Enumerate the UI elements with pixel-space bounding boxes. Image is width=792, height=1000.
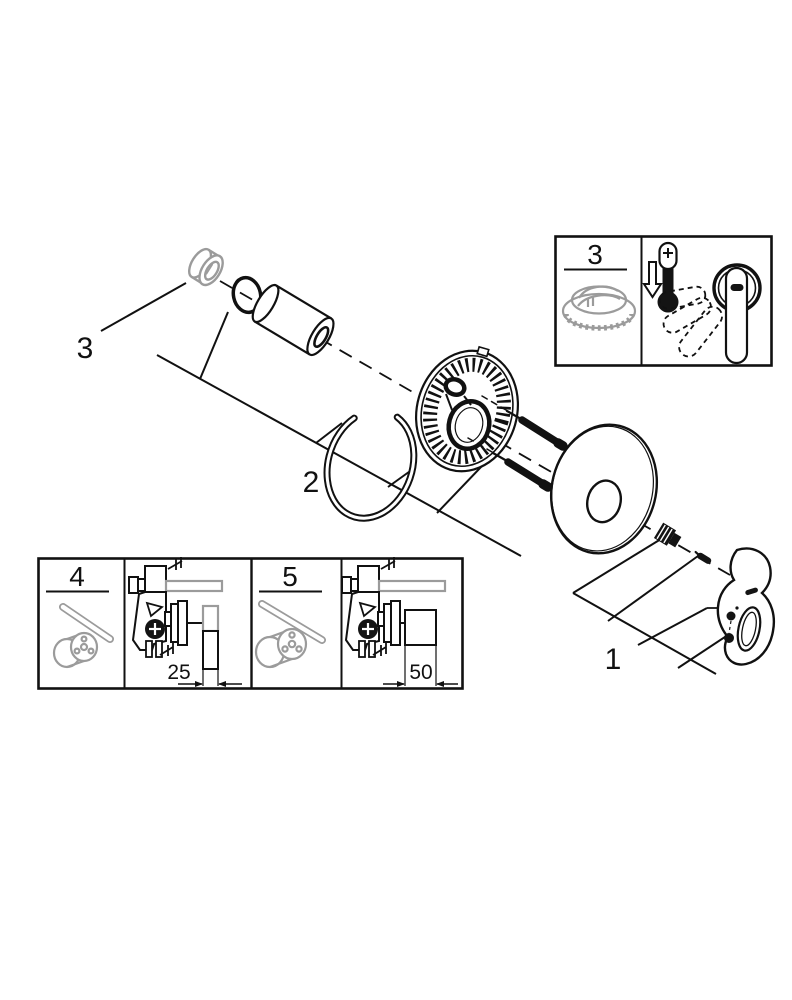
finished-wall-mark-icon bbox=[372, 643, 387, 656]
callout-2-label: 2 bbox=[303, 466, 320, 499]
dimension-25: 25 bbox=[167, 661, 242, 687]
handle-screw-dot-bottom bbox=[724, 633, 734, 643]
part-retaining-ring bbox=[323, 413, 418, 522]
temperature-stop-cap-icon bbox=[561, 285, 637, 331]
part-temperature-stop-cap bbox=[188, 247, 224, 287]
part-function-carrier bbox=[414, 345, 520, 473]
callout-3-label: 3 bbox=[77, 332, 94, 365]
handle-screw-dot-top bbox=[726, 611, 736, 621]
inset-4-parts-cell: 4 bbox=[46, 561, 114, 669]
part-o-ring bbox=[231, 275, 263, 315]
handle-turn-icon bbox=[658, 263, 762, 365]
cartridge-extension-icon bbox=[52, 631, 99, 669]
part-grub-screw bbox=[694, 550, 712, 564]
inset-5-label: 5 bbox=[282, 561, 298, 592]
inset-box-4-5: 4 bbox=[37, 557, 464, 690]
inset-5-parts-cell: 5 bbox=[254, 561, 326, 669]
dimension-50-label: 50 bbox=[409, 661, 432, 684]
cartridge-extension-long-icon bbox=[254, 627, 308, 669]
inset-box-3: 3 bbox=[554, 235, 773, 367]
inset-5-drawing-cell: 50 bbox=[341, 557, 458, 687]
callout-1-label: 1 bbox=[605, 643, 622, 676]
inset-4-label: 4 bbox=[69, 561, 85, 592]
extension-spindle-long-icon bbox=[258, 600, 326, 644]
finished-wall-mark-icon bbox=[159, 643, 174, 656]
dimension-50: 50 bbox=[383, 661, 458, 687]
extension-housing bbox=[404, 609, 437, 646]
arrow-down-icon bbox=[642, 261, 663, 299]
part-lever-handle bbox=[716, 547, 776, 666]
inset-3-label: 3 bbox=[587, 239, 603, 270]
part-escutcheon-plate bbox=[549, 423, 659, 555]
wall-section-gray bbox=[201, 604, 220, 633]
part-fixing-screws bbox=[467, 395, 583, 492]
extension-spindle-icon bbox=[59, 603, 114, 643]
callout-3: 3 bbox=[77, 282, 187, 365]
finished-wall-mark-icon bbox=[380, 557, 396, 570]
dimension-25-label: 25 bbox=[167, 661, 190, 684]
hand-ghost-icon bbox=[658, 285, 723, 358]
spindle-bar-gray bbox=[164, 579, 224, 593]
inset-4-drawing-cell: 25 bbox=[128, 557, 242, 687]
spindle-bar-long-gray bbox=[377, 579, 447, 593]
finished-wall-mark-icon bbox=[167, 557, 183, 570]
part-extension-sleeve bbox=[251, 283, 335, 357]
part-adapter-nut bbox=[653, 522, 682, 548]
